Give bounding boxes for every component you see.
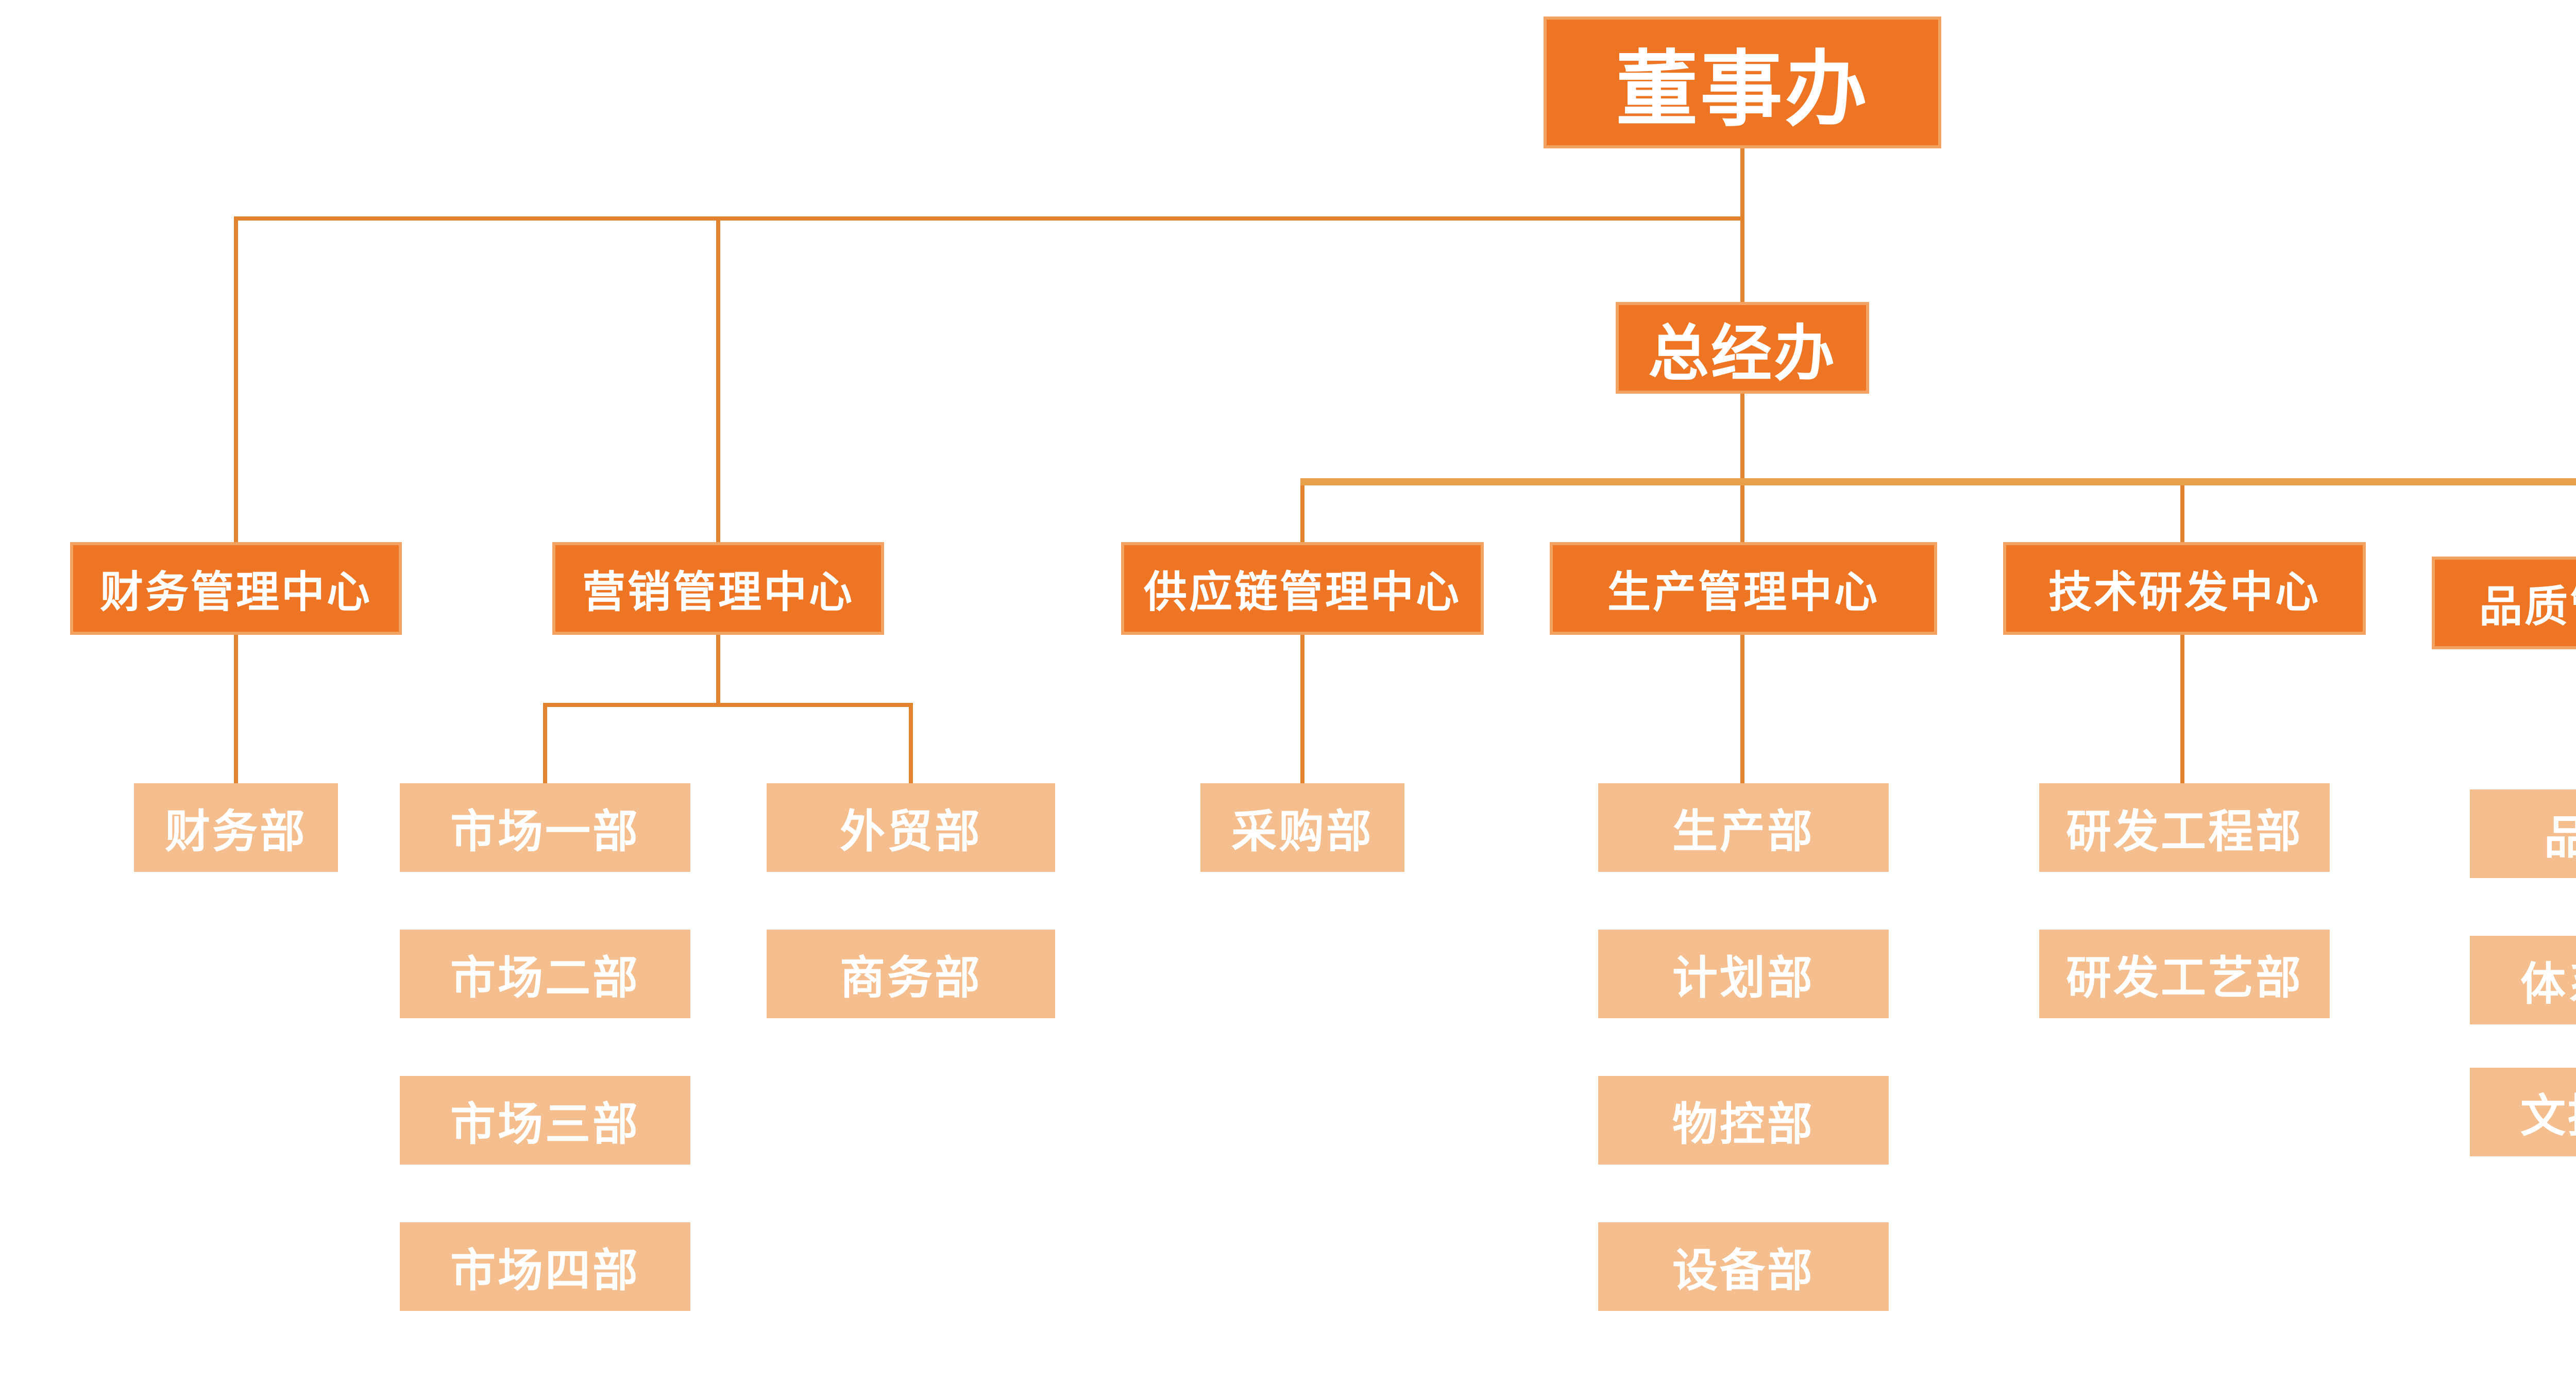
- connector-marketing-bus: [543, 703, 913, 707]
- dept-planning: 计划部: [1598, 930, 1889, 1018]
- connector-board-to-gm: [1740, 148, 1744, 303]
- connector-rnd-to-dept: [2180, 635, 2184, 783]
- dept-system-management: 体系管理: [2470, 936, 2576, 1024]
- connector-drop-market-1: [543, 703, 547, 783]
- connector-drop-supply-chain-center: [1300, 485, 1304, 542]
- dept-equipment: 设备部: [1598, 1222, 1889, 1311]
- connector-board-bus: [234, 216, 1744, 221]
- connector-drop-finance-center: [234, 216, 238, 542]
- dept-material-control: 物控部: [1598, 1076, 1889, 1165]
- dept-foreign-trade: 外贸部: [767, 783, 1055, 872]
- center-finance: 财务管理中心: [70, 542, 402, 635]
- connector-drop-production-center: [1740, 485, 1744, 542]
- dept-market-2: 市场二部: [400, 930, 690, 1018]
- connector-finance-to-dept: [234, 635, 238, 783]
- dept-rnd-process: 研发工艺部: [2039, 930, 2330, 1018]
- center-quality: 品质管理中心: [2432, 557, 2576, 649]
- connector-marketing-to-bus: [716, 635, 720, 707]
- center-production: 生产管理中心: [1550, 542, 1937, 635]
- node-board-office: 董事办: [1544, 16, 1941, 148]
- dept-production: 生产部: [1598, 783, 1889, 872]
- connector-drop-foreign-trade: [909, 703, 913, 783]
- center-supply-chain: 供应链管理中心: [1121, 542, 1484, 635]
- dept-purchasing: 采购部: [1200, 783, 1404, 872]
- connector-production-to-dept: [1740, 635, 1744, 783]
- center-marketing: 营销管理中心: [552, 542, 884, 635]
- connector-drop-marketing-center: [716, 216, 720, 542]
- connector-supply-chain-to-dept: [1300, 635, 1304, 783]
- connector-gm-bus: [1300, 478, 2576, 485]
- dept-finance: 财务部: [134, 783, 338, 872]
- dept-quality: 品质部: [2470, 789, 2576, 878]
- dept-commerce: 商务部: [767, 930, 1055, 1018]
- center-rnd: 技术研发中心: [2003, 542, 2366, 635]
- dept-rnd-engineering: 研发工程部: [2039, 783, 2330, 872]
- connector-gm-to-bus: [1740, 394, 1744, 482]
- dept-market-1: 市场一部: [400, 783, 690, 872]
- dept-market-4: 市场四部: [400, 1222, 690, 1311]
- connector-drop-rnd-center: [2180, 485, 2184, 542]
- dept-document-control: 文控中心: [2470, 1068, 2576, 1156]
- dept-market-3: 市场三部: [400, 1076, 690, 1165]
- node-general-manager-office: 总经办: [1616, 302, 1869, 394]
